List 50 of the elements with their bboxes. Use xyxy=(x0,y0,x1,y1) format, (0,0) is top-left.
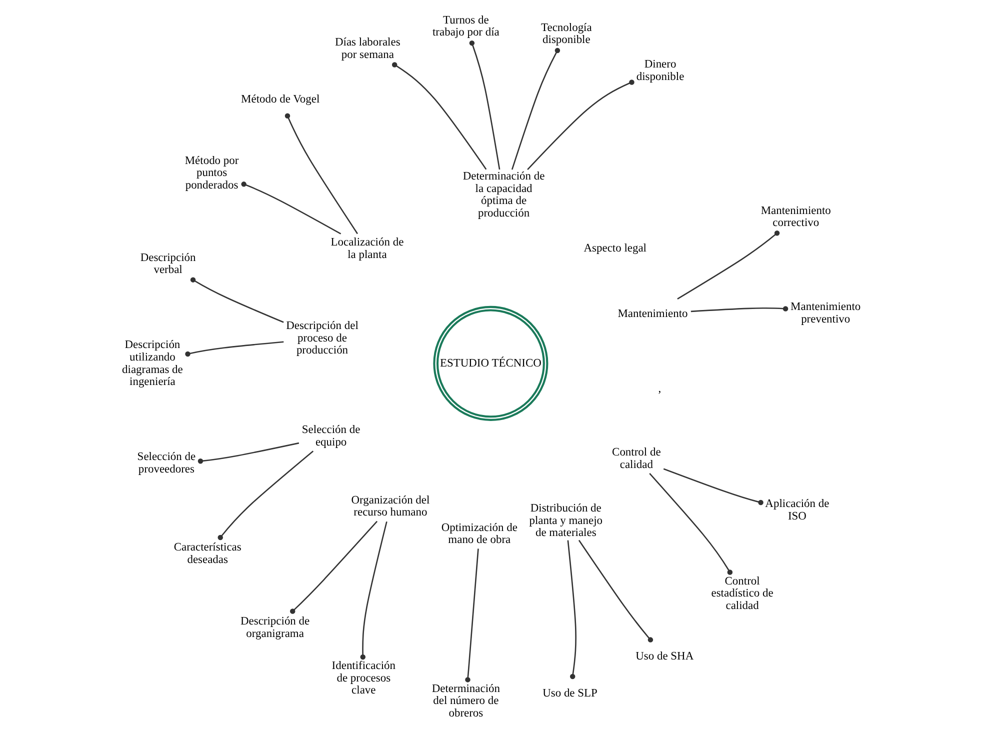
node-text: Método de Vogel xyxy=(240,93,320,106)
label: , xyxy=(658,382,661,395)
connector xyxy=(662,468,763,506)
node-text: Días laborales por semana xyxy=(334,36,400,61)
connector xyxy=(464,548,478,682)
node-text: Descripción utilizando diagramas de ingeniería xyxy=(122,339,182,388)
node-text: Aplicación de ISO xyxy=(764,498,829,523)
connector xyxy=(676,230,780,300)
node-text: Determinación del número de obreros xyxy=(431,682,500,720)
node-text: Mantenimiento preventivo xyxy=(790,301,860,326)
connector xyxy=(468,40,500,170)
connector xyxy=(526,80,634,170)
connector xyxy=(284,113,358,234)
connector xyxy=(290,520,378,614)
connector xyxy=(578,540,653,642)
node-text: Aspecto legal xyxy=(583,242,646,255)
connector xyxy=(184,341,284,357)
node-text: Determinación de la capacidad óptima de producción xyxy=(462,170,544,220)
node-text: Descripción de organigrama xyxy=(240,616,310,640)
node-circle: ESTUDIO TÉCNICO xyxy=(432,306,548,421)
node-text: Selección de proveedores xyxy=(136,451,196,476)
connector xyxy=(566,540,576,680)
node-text: Organización del recurso humano xyxy=(350,494,430,519)
node-text: Turnos de trabajo por día xyxy=(432,14,499,39)
node-text: Distribución de planta y manejo de materiales xyxy=(528,502,602,540)
connector xyxy=(190,277,284,323)
node-text: Descripción verbal xyxy=(140,252,196,276)
node-text: Método por puntos ponderados xyxy=(184,154,238,192)
connector xyxy=(391,62,486,170)
node-text: Uso de SLP xyxy=(542,687,597,700)
connector xyxy=(240,182,341,234)
node-text: Optimización de mano de obra xyxy=(440,522,517,546)
connector xyxy=(197,442,299,464)
node-text: Selección de equipo xyxy=(301,424,360,448)
node-text: Mantenimiento xyxy=(617,308,688,320)
connector xyxy=(648,472,732,575)
connector xyxy=(360,521,387,660)
node-text: Identificación de procesos clave xyxy=(331,660,395,697)
connector xyxy=(217,450,314,540)
connector xyxy=(510,48,560,170)
connector xyxy=(690,306,788,312)
node-text: Descripción del proceso de producción xyxy=(286,320,358,357)
node-text: Tecnología disponible xyxy=(540,22,592,46)
node-text: Control estadístico de calidad xyxy=(710,575,773,612)
node-text: Control de calidad xyxy=(612,446,660,471)
node-text: Uso de SHA xyxy=(635,650,694,662)
node-text: Dinero disponible xyxy=(636,58,684,83)
node-text: Mantenimiento correctivo xyxy=(760,204,830,230)
node-text: Características deseadas xyxy=(173,542,241,566)
node-text: Localización de la planta xyxy=(330,236,404,261)
